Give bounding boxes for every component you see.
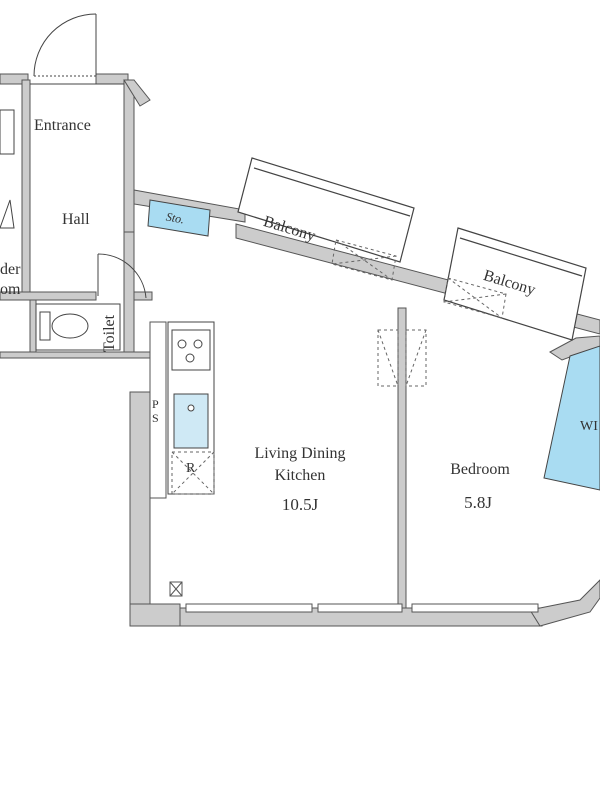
kitchen-counter xyxy=(167,321,215,495)
powder-room-label-line2: om xyxy=(0,281,21,298)
balcony-1-outline xyxy=(237,157,415,263)
refrigerator-space xyxy=(171,451,215,495)
bedroom-label: Bedroom xyxy=(450,461,510,478)
entrance-door xyxy=(33,13,97,77)
refrigerator-label: R xyxy=(186,461,196,476)
bedroom-size-label: 5.8J xyxy=(464,493,492,512)
wic-label: WI xyxy=(580,419,598,434)
balcony-structures xyxy=(237,157,587,341)
pipe-shaft xyxy=(149,321,183,597)
pipe-space-label-p: P xyxy=(152,397,159,411)
toilet-door xyxy=(97,253,147,299)
entrance-label: Entrance xyxy=(34,117,91,134)
walk-in-closet-area xyxy=(543,345,600,491)
powder-room-label-line1: der xyxy=(0,261,21,278)
ldk-label-line2: Kitchen xyxy=(274,467,326,484)
hall-label: Hall xyxy=(62,211,90,228)
pipe-space-label-s: S xyxy=(152,411,159,425)
toilet-label: Toilet xyxy=(101,314,118,352)
toilet-fixture xyxy=(35,303,121,351)
hall-details xyxy=(0,83,124,229)
windows xyxy=(185,603,539,613)
ldk-size-label: 10.5J xyxy=(281,495,319,514)
storage-area xyxy=(147,199,211,237)
ldk-label-line1: Living Dining xyxy=(254,445,346,462)
balcony-2-outline xyxy=(443,227,587,341)
outdoor-units xyxy=(331,239,507,387)
storage-label: Sto. xyxy=(164,209,186,227)
